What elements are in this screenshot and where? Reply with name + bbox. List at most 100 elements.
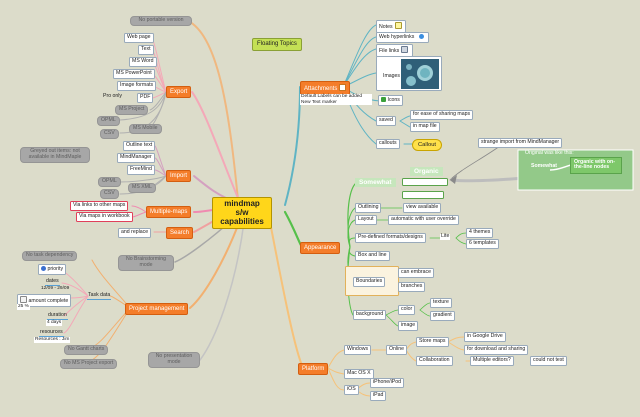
image-label: image [401,321,416,328]
attachments-note: Default Labels can be added New Text mar… [300,94,372,106]
note-icon [394,21,402,29]
virus-image [401,59,439,89]
platform-windows[interactable]: Windows [344,345,372,355]
export-label: Export [170,88,188,95]
export-opml[interactable]: OPML [97,116,120,126]
export-ms-project[interactable]: MS Project [115,105,149,115]
import-outline-text[interactable]: Outline text [123,141,156,151]
via-links-to-other-maps[interactable]: Via links to other maps [70,201,129,211]
platform-topic[interactable]: Platform [298,363,329,375]
attach-images[interactable]: Images [376,56,442,91]
appearance-box-and-line[interactable]: Box and line [355,251,390,261]
online-store-maps[interactable]: Store maps [416,337,449,347]
organic-empty-box[interactable] [402,178,448,186]
appearance-organic[interactable]: Organic [410,167,443,177]
original-title-label: Original was like this: [525,150,574,156]
background-color[interactable]: color [398,305,416,315]
callout-example[interactable]: Callout [412,139,443,151]
import-topic[interactable]: Import [166,170,192,182]
attach-file-links[interactable]: File links [376,44,413,57]
outlining-view-available[interactable]: view available [403,203,442,213]
import-ms-xml[interactable]: MS XML [128,183,156,193]
collab-multiple-editors[interactable]: Multiple editors? [470,356,514,366]
ios-label: iOS [347,385,356,392]
import-label: Import [170,172,188,179]
export-csv[interactable]: CSV [100,129,119,139]
strange-import-note[interactable]: strange import from MindManager [478,138,563,148]
pm-task-data[interactable]: Task data [87,292,112,300]
via-maps-in-workbook[interactable]: Via maps in workbook [76,212,133,222]
appearance-formats[interactable]: Pre-defined formats/designs [355,233,426,243]
saved-in-map-file[interactable]: in map file [410,122,440,132]
download-sharing-label: for download and sharing [467,345,526,352]
ios-iphone-ipod[interactable]: iPhone/iPod [370,378,404,388]
import-freemind[interactable]: FreeMind [127,165,155,175]
pm-priority[interactable]: priority [38,264,67,275]
saved-for-ease[interactable]: for ease of sharing maps [410,110,474,120]
export-web-page[interactable]: Web page [124,33,154,43]
somewhat-empty-box[interactable] [402,191,444,199]
collab-could-not-test[interactable]: could not test [530,356,567,366]
no-task-dependency[interactable]: No task dependency [22,251,78,261]
appearance-background[interactable]: background [353,310,387,320]
pm-dates[interactable]: dates [45,278,60,286]
appearance-topic[interactable]: Appearance [300,242,341,254]
store-maps-label: Store maps [419,337,446,344]
platform-ios[interactable]: iOS [344,385,359,395]
store-download-sharing[interactable]: for download and sharing [464,345,529,355]
platform-online[interactable]: Online [386,345,407,355]
windows-label: Windows [347,345,369,352]
search-topic[interactable]: Search [166,227,194,239]
attach-notes[interactable]: Notes [376,20,407,33]
multiple-maps-topic[interactable]: Multiple-maps [146,206,192,218]
attach-saved[interactable]: saved [376,116,396,126]
export-ms-word[interactable]: MS Word [129,57,157,67]
store-google-drive[interactable]: in Google Drive [464,332,506,342]
boundaries-can-embrace[interactable]: can embrace [398,268,434,278]
import-ms-xml-label: MS XML [132,184,152,190]
attach-callouts[interactable]: callouts [376,139,400,149]
background-image[interactable]: image [398,321,419,331]
pm-resources[interactable]: resources [39,329,64,337]
export-ms-mobile[interactable]: MS Mobile [129,124,162,134]
online-collaboration[interactable]: Collaboration [416,356,453,366]
boundaries-branches[interactable]: branches [398,282,426,292]
no-gantt-charts[interactable]: No Gantt charts [64,345,109,355]
formats-6-templates[interactable]: 6 templates [466,239,499,249]
central-topic[interactable]: mindmap s/w capabilities [212,197,272,230]
layout-automatic[interactable]: automatic with user override [388,215,459,225]
background-gradient[interactable]: gradient [430,311,455,321]
pm-duration[interactable]: duration [47,312,68,320]
task-data-label: Task data [88,292,111,298]
appearance-layout[interactable]: Layout [355,215,377,225]
export-text[interactable]: Text [138,45,154,55]
formats-lite[interactable]: Lite [440,233,451,240]
export-topic[interactable]: Export [166,86,192,98]
export-image-formats[interactable]: Image formats [117,81,157,91]
no-brainstorming-mode[interactable]: No Brainstorming mode [118,255,174,271]
appearance-boundaries[interactable]: Boundaries [353,277,386,287]
export-pdf[interactable]: PDF [137,93,154,103]
floating-topics[interactable]: Floating Topics [252,38,302,51]
attachments-topic[interactable]: Attachments [300,81,351,95]
no-ms-project-export[interactable]: No MS Project export [60,359,118,369]
import-mindmanager[interactable]: MindManager [117,153,155,163]
attach-web-hyperlinks[interactable]: Web hyperlinks [376,32,429,43]
platform-mac-os-x[interactable]: Mac OS X [344,369,374,379]
export-ms-powerpoint[interactable]: MS PowerPoint [113,69,155,79]
attachment-icon [339,83,347,91]
attach-icons[interactable]: Icons [378,95,403,106]
no-portable-version[interactable]: No portable version [130,16,192,26]
no-presentation-mode[interactable]: No presentation mode [148,352,200,368]
ios-ipad[interactable]: iPad [370,391,387,401]
background-texture[interactable]: texture [430,298,452,308]
images-label: Images [383,73,401,79]
import-opml[interactable]: OPML [98,177,121,187]
appearance-somewhat[interactable]: Somewhat [355,178,396,188]
project-management-topic[interactable]: Project management [125,303,189,315]
pm-amount-complete[interactable]: amount complete [17,294,72,307]
formats-4-themes[interactable]: 4 themes [466,228,494,238]
import-csv[interactable]: CSV [100,189,119,199]
search-and-replace[interactable]: and replace [118,228,152,238]
appearance-outlining[interactable]: Outlining [355,203,382,213]
